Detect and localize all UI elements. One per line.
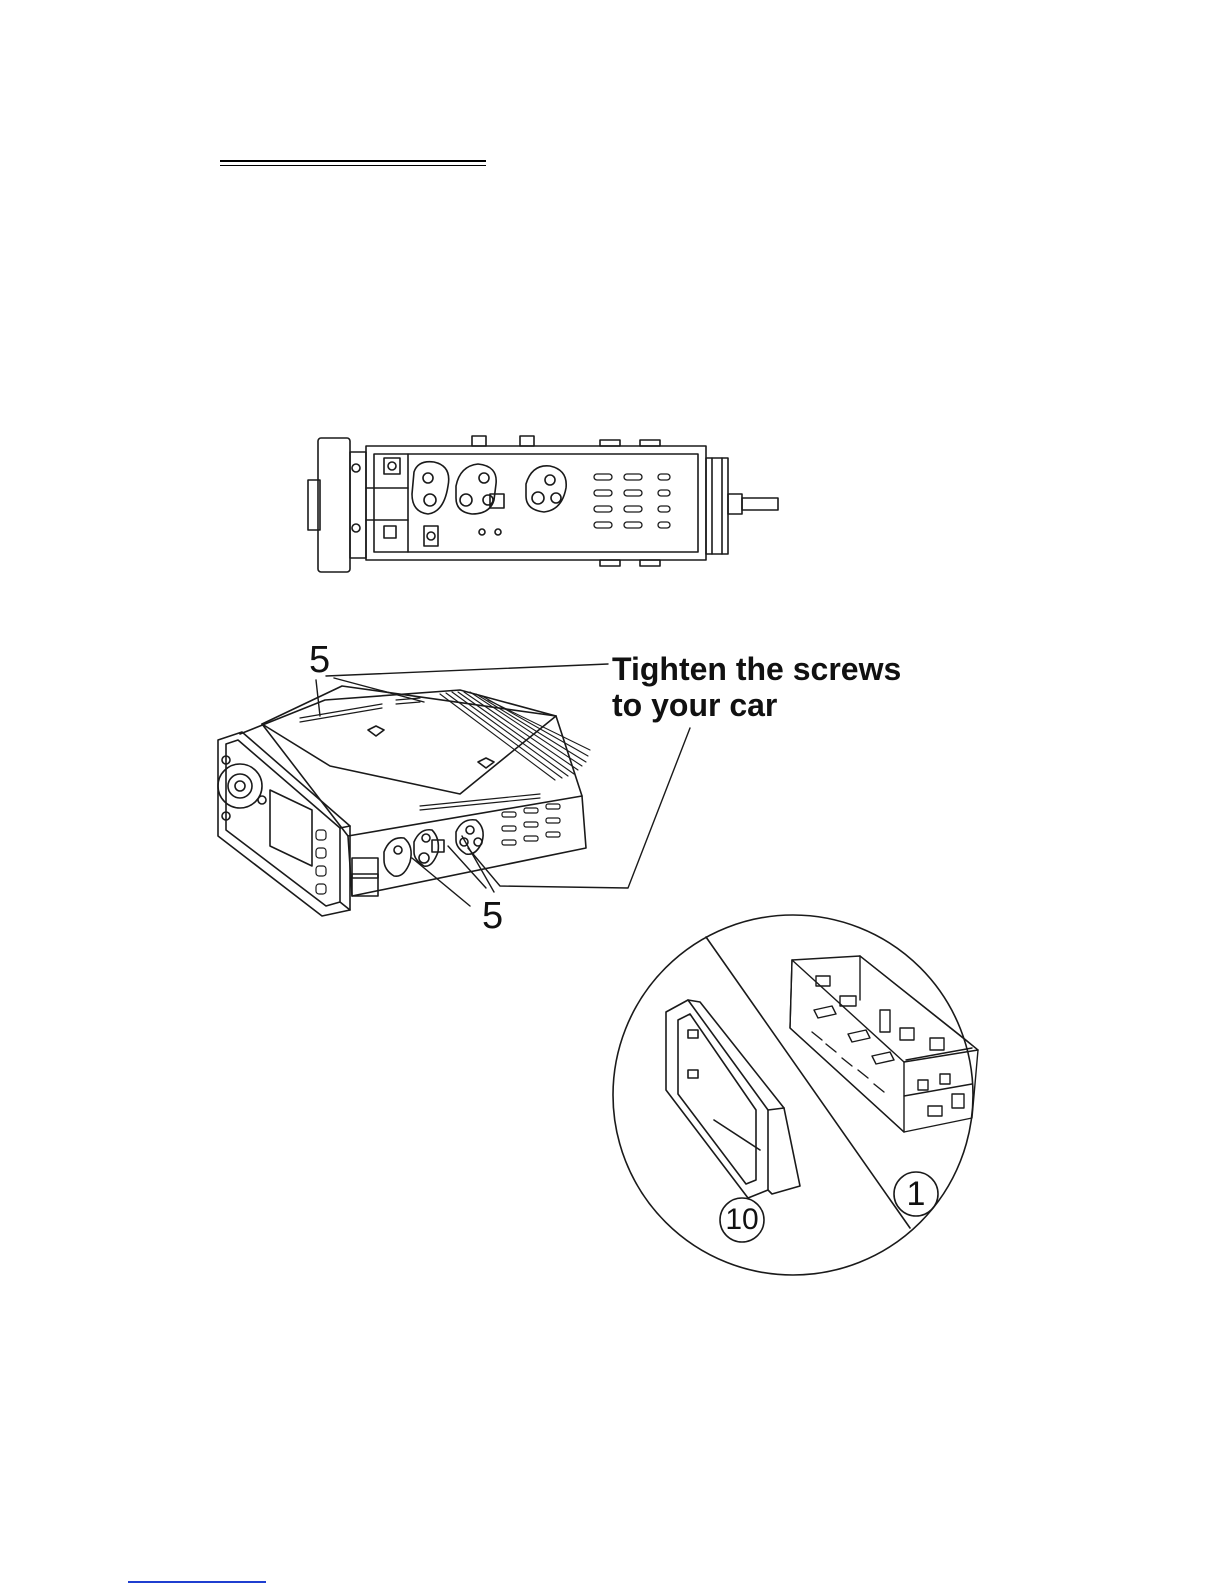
screw-label-top: 5 [309, 640, 330, 680]
part-label-1: 1 [894, 1172, 938, 1216]
footer-link-underline[interactable] [128, 1581, 266, 1583]
trim-frame [666, 1000, 800, 1198]
detail-circle [613, 915, 978, 1275]
screw-label-bottom: 5 [482, 896, 503, 936]
side-view-unit [308, 436, 778, 572]
part-label-10: 10 [720, 1200, 764, 1240]
callout-line-1: Tighten the screws [612, 650, 901, 688]
perspective-unit [218, 686, 590, 916]
callout-line-2: to your car [612, 686, 777, 724]
mounting-sleeve [790, 956, 978, 1132]
